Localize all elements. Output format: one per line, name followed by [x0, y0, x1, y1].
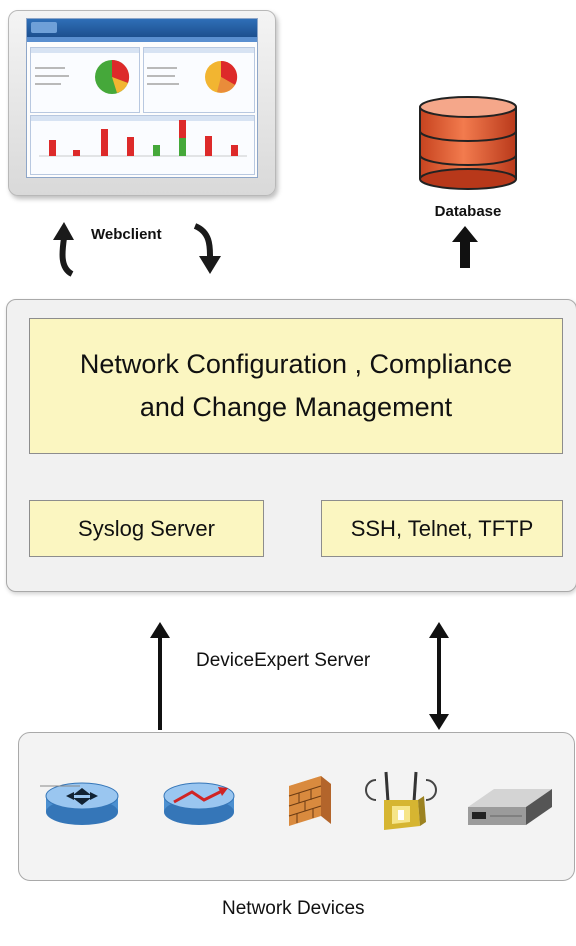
- syslog-server-box: Syslog Server: [29, 500, 264, 557]
- switch-icon: [163, 782, 235, 825]
- screen-text-line: [147, 75, 175, 77]
- screen-bar-chart: [39, 120, 247, 157]
- ncm-module-title: Network Configuration , Compliance and C…: [79, 348, 513, 422]
- screen-text-line: [35, 67, 65, 69]
- server-appliance-icon: [468, 789, 552, 825]
- webclient-label: Webclient: [91, 226, 162, 243]
- webclient-screenshot: [26, 18, 258, 178]
- screen-text-line: [147, 67, 177, 69]
- screen-header-bar: [27, 19, 257, 37]
- arrow-up-icon: [150, 622, 170, 730]
- screen-logo: [31, 22, 57, 33]
- screen-nav-bar: [27, 37, 257, 42]
- protocols-box: SSH, Telnet, TFTP: [321, 500, 563, 557]
- wireless-access-point-icon: [365, 771, 437, 830]
- webclient-arrows: [53, 222, 221, 277]
- arrow-down-icon: [193, 223, 221, 274]
- router-icon: [40, 782, 119, 825]
- arrow-up-icon: [53, 222, 74, 277]
- screen-panel-bottom: [30, 115, 255, 175]
- screen-panel-header: [31, 116, 254, 121]
- screen-graphics: [39, 59, 247, 157]
- server-label: DeviceExpert Server: [196, 650, 371, 671]
- screen-text-line: [35, 75, 69, 77]
- screen-pie-chart-right: [205, 60, 238, 93]
- screen-panel-header: [31, 48, 139, 53]
- double-arrow-icon: [429, 622, 449, 730]
- screen-pie-chart-left: [95, 59, 130, 94]
- screen-text-line: [147, 83, 179, 85]
- device-connection-arrows: [150, 622, 449, 730]
- screen-text-line: [35, 83, 61, 85]
- firewall-icon: [288, 776, 331, 826]
- ncm-module-box: Network Configuration , Compliance and C…: [29, 318, 563, 454]
- screen-panel-header: [144, 48, 254, 53]
- database-label: Database: [434, 203, 502, 220]
- network-devices-label: Network Devices: [222, 898, 365, 919]
- arrow-up-icon: [452, 226, 478, 268]
- database-icon: [419, 96, 517, 190]
